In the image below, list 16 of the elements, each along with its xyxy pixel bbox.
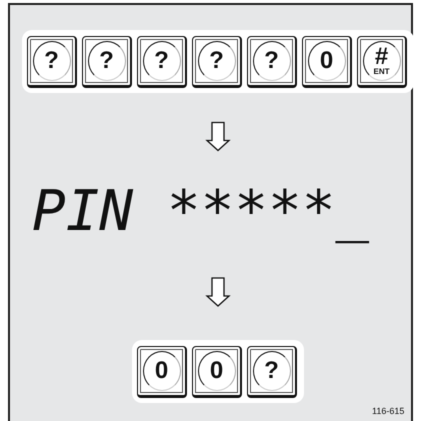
keypad-key: 0 [137, 346, 187, 398]
down-arrow [205, 122, 231, 152]
keypad-key: ? [137, 36, 187, 88]
down-arrow [205, 277, 231, 307]
keypad-key: # ENT [357, 36, 407, 88]
keypad-row-background [132, 340, 304, 403]
keypad-row-background [22, 30, 414, 93]
keypad-key: ? [247, 36, 297, 88]
keypad-key: 0 [192, 346, 242, 398]
keypad-key: 0 [302, 36, 352, 88]
keypad-key: ? [82, 36, 132, 88]
lcd-display-text: PIN *****_ [32, 180, 408, 244]
keypad-key: ? [247, 346, 297, 398]
keypad-key: ? [192, 36, 242, 88]
keypad-key: ? [27, 36, 77, 88]
figure-number: 116-615 [372, 406, 404, 416]
